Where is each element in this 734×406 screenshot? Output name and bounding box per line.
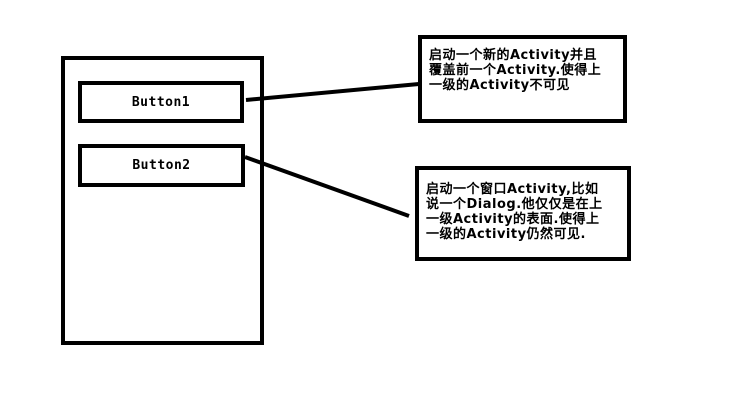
note1-line2: 覆盖前一个Activity.使得上 (429, 63, 602, 78)
button1[interactable]: Button1 (78, 81, 244, 123)
button2[interactable]: Button2 (78, 144, 245, 187)
connector-button1-to-note1 (245, 82, 420, 102)
note1-line3: 一级的Activity不可见 (429, 78, 571, 93)
note1-line1: 启动一个新的Activity并且 (429, 48, 598, 63)
connector-button2-to-note2 (244, 155, 410, 218)
note-button1-description: 启动一个新的Activity并且 覆盖前一个Activity.使得上 一级的Ac… (418, 35, 627, 123)
note2-line2: 说一个Dialog.他仅仅是在上 (426, 197, 603, 212)
note2-line3: 一级Activity的表面.使得上 (426, 212, 600, 227)
note2-line4: 一级的Activity仍然可见. (426, 227, 586, 242)
note2-line1: 启动一个窗口Activity,比如 (426, 182, 599, 197)
note-button2-description: 启动一个窗口Activity,比如 说一个Dialog.他仅仅是在上 一级Act… (415, 166, 631, 261)
